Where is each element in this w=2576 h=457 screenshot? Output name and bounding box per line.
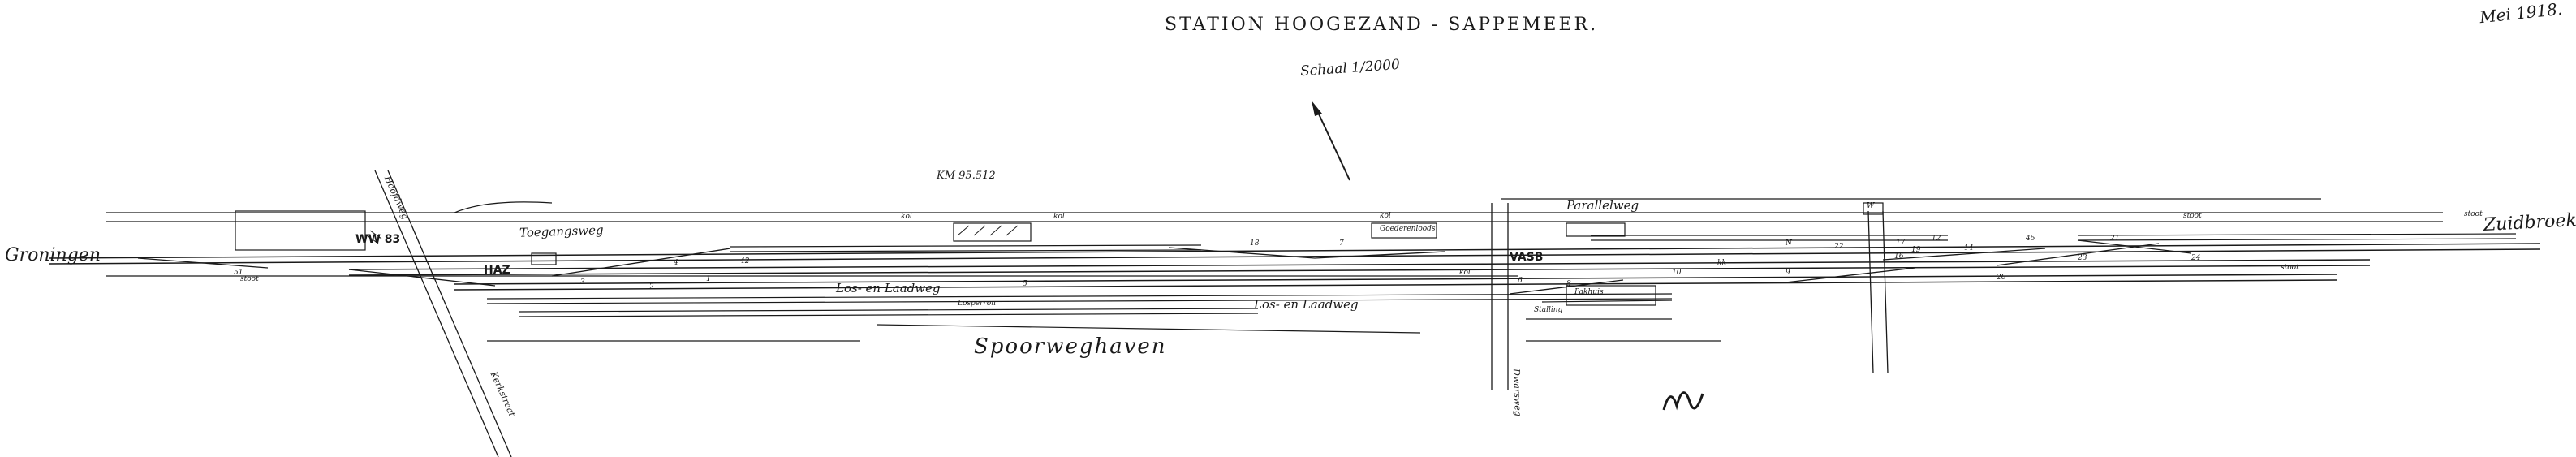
buffer-stop-label: stoot	[240, 275, 259, 283]
goods-shed-label: Goederenloods	[1380, 225, 1436, 233]
warehouse-label: Pakhuis	[1574, 288, 1604, 296]
sidings	[486, 233, 2517, 320]
track-number-label: 6	[1518, 277, 1523, 285]
loading-road-main-label: Los- en Laadweg	[836, 281, 941, 295]
boundary-lines	[106, 198, 2443, 277]
kol-label: kol	[1053, 213, 1065, 221]
buildings	[235, 202, 1884, 306]
kol-label: kol	[1459, 269, 1471, 277]
track-number-label: 22	[1834, 243, 1844, 251]
north-arrow-icon	[1312, 101, 1350, 181]
hatch-marks	[366, 225, 1019, 244]
track-number-label: 4	[674, 259, 678, 267]
track-number-label: 18	[1250, 239, 1260, 248]
track-number-label: 23	[2078, 254, 2087, 262]
track-number-label: 14	[1964, 244, 1974, 252]
signal-box-station: HAZ	[484, 264, 510, 277]
destination-east: Zuidbroek	[2483, 210, 2576, 235]
track-number-label: 24	[2191, 254, 2201, 262]
track-number-label: 7	[1339, 239, 1344, 248]
n-label: N	[1786, 239, 1792, 248]
km-marker: KM 95.512	[937, 170, 996, 182]
road-crossings	[374, 170, 1889, 457]
track-number-label: 51	[234, 269, 243, 277]
w-label: W	[1867, 202, 1875, 210]
stalling-label: Stalling	[1534, 306, 1563, 314]
track-number-label: 20	[1997, 274, 2006, 282]
track-number-label: 9	[1786, 269, 1790, 277]
track-number-label: 16	[1894, 252, 1904, 261]
parallel-road-label: Parallelweg	[1566, 198, 1639, 213]
road-curves	[454, 201, 1721, 342]
loading-road-east-label: Los- en Laadweg	[1254, 297, 1359, 312]
buffer-stop-label: stoot	[2464, 210, 2483, 218]
track-number-label: 45	[2026, 235, 2035, 243]
kol-label: kol	[901, 213, 912, 221]
track-number-label: 21	[2110, 235, 2120, 243]
track-number-label: 19	[1911, 246, 1921, 254]
track-number-label: 1	[706, 275, 711, 283]
track-number-label: 42	[740, 257, 750, 265]
track-number-label: 2	[649, 283, 654, 291]
initials-mark	[1662, 391, 1704, 411]
buffer-stop-label: stoot	[2281, 264, 2299, 272]
kol-label: kol	[1380, 212, 1391, 220]
buffer-stop-label: stoot	[2183, 212, 2202, 220]
track-number-label: 10	[1672, 269, 1682, 277]
road-south-label: Dwarsweg	[1510, 368, 1523, 417]
drawing-title: STATION HOOGEZAND - SAPPEMEER.	[1165, 15, 1599, 35]
signal-box-east: VASB	[1510, 251, 1544, 264]
track-number-label: 12	[1932, 235, 1941, 243]
road-north-label: Toegangsweg	[519, 222, 604, 240]
track-number-label: 17	[1896, 239, 1906, 247]
track-number-label: 3	[580, 278, 585, 287]
track-number-label: 8	[1566, 280, 1571, 288]
destination-west: Groningen	[5, 245, 101, 265]
signal-box-west: WW 83	[355, 233, 401, 246]
track-number-label: 5	[1023, 280, 1027, 288]
harbour-label: Spoorweghaven	[974, 334, 1167, 359]
kk-label: kk	[1717, 259, 1726, 267]
platform-label: Losperron	[958, 300, 996, 308]
